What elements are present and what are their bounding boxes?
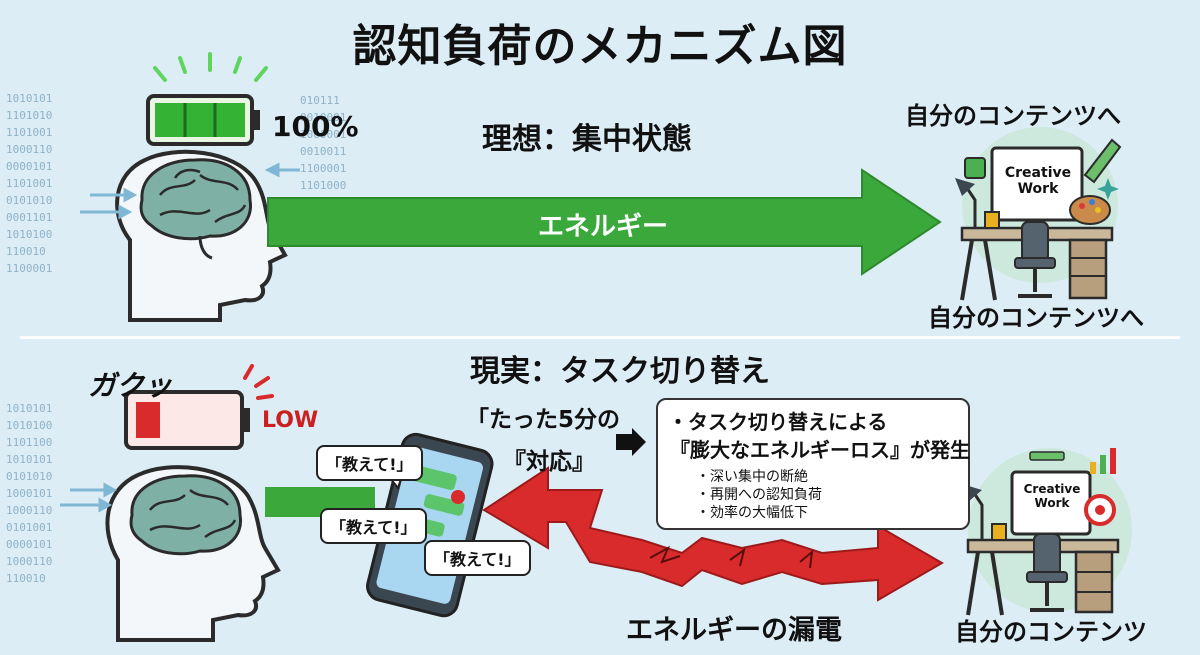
screen-text: Creative Work: [996, 165, 1080, 197]
ideal-heading: 理想：集中状態: [482, 122, 692, 157]
head-brain-icon-bottom: [105, 465, 281, 642]
screen-text-line1: Creative: [1004, 165, 1072, 181]
binary-stream-bottom-left: 1010101 1010100 1101100 1010101 0101010 …: [6, 402, 53, 585]
info-sub-3: ・効率の大幅低下: [696, 505, 808, 521]
info-main-line2: 『膨大なエネルギーロス』が発生: [670, 438, 970, 462]
info-sub-1: ・深い集中の断絶: [696, 469, 808, 485]
page-title: 認知負荷のメカニズム図: [352, 21, 848, 72]
leak-arrow: [482, 466, 944, 602]
data-input-arrows-bottom: [60, 482, 118, 513]
speech-bubble-3: 「教えて!」: [424, 540, 531, 576]
quote-line2: 『対応』: [503, 449, 595, 475]
creative-workspace-icon-bottom: [962, 448, 1132, 616]
destination-label-top: 自分のコンテンツへ: [905, 102, 1121, 130]
battery-low-icon: [124, 390, 250, 450]
destination-label-reality: 自分のコンテンツ: [955, 618, 1147, 646]
section-divider: [20, 336, 1180, 339]
energy-arrow: [267, 168, 942, 276]
info-main-line1: ・タスク切り替えによる: [668, 410, 888, 434]
loss-info-box: ・タスク切り替えによる 『膨大なエネルギーロス』が発生 ・深い集中の断絶 ・再開…: [656, 398, 970, 530]
ideal-illustration: [80, 52, 1122, 322]
alert-marks: [243, 364, 274, 400]
destination-label-bottom: 自分のコンテンツへ: [928, 304, 1144, 332]
data-input-arrows: [80, 162, 300, 220]
result-arrow: [616, 428, 646, 456]
screen-text-bottom: Creative Work: [1014, 482, 1090, 510]
binary-stream-top-left: 1010101 1101010 1101001 1000110 0000101 …: [6, 92, 53, 275]
leak-label: エネルギーの漏電: [626, 615, 842, 646]
creative-workspace-icon: [955, 127, 1122, 301]
battery-low-label: LOW: [262, 408, 319, 433]
head-brain-icon: [115, 149, 288, 322]
speech-bubble-2: 「教えて!」: [320, 508, 427, 544]
battery-percent-label: 100%: [272, 110, 359, 143]
energy-arrow-label: エネルギー: [538, 212, 669, 242]
screen-text-bottom-line1: Creative: [1023, 482, 1081, 496]
info-sub-2: ・再開への認知負荷: [696, 487, 822, 503]
battery-glow-rays: [153, 52, 268, 82]
exclamation-label: ガクッ: [88, 369, 173, 402]
speech-bubble-1: 「教えて!」: [316, 445, 423, 481]
screen-text-line2: Work: [1017, 181, 1059, 197]
reality-heading: 現実：タスク切り替え: [470, 354, 770, 389]
screen-text-bottom-line2: Work: [1034, 496, 1070, 510]
quote-line1: 「たった5分の: [466, 407, 621, 433]
battery-full-icon: [146, 94, 260, 146]
